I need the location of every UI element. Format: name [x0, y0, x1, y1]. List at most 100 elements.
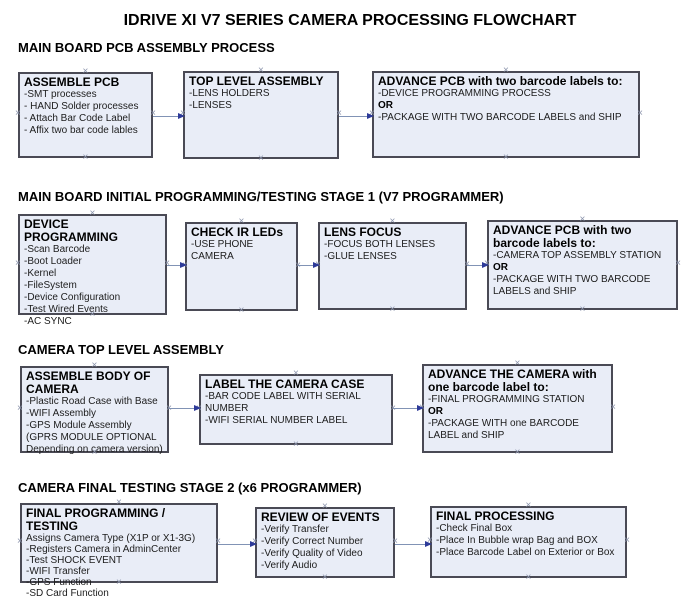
flow-box-lens-focus: LENS FOCUS -FOCUS BOTH LENSES -GLUE LENS…: [318, 222, 467, 310]
box-line: -Boot Loader: [24, 256, 82, 267]
x-mark-icon: [580, 215, 586, 225]
x-mark-icon: [637, 109, 643, 119]
flow-arrow: [395, 541, 432, 547]
box-title: LENS FOCUS: [324, 225, 402, 239]
box-line: -Registers Camera in AdminCenter: [26, 544, 182, 555]
x-mark-icon: [610, 403, 616, 413]
section-header-camera-top-assembly: CAMERA TOP LEVEL ASSEMBLY: [18, 342, 224, 357]
x-mark-icon: [90, 310, 96, 320]
box-line: -Kernel: [24, 268, 57, 279]
box-line: -Verify Transfer: [261, 524, 329, 535]
x-mark-icon: [83, 67, 89, 77]
box-line: -Test Wired Events: [24, 304, 108, 315]
box-line: -Check Final Box: [436, 523, 513, 534]
x-mark-icon: [293, 369, 299, 379]
x-mark-icon: [675, 259, 681, 269]
box-line: -FOCUS BOTH LENSES: [324, 239, 436, 250]
box-line: -Place Barcode Label on Exterior or Box: [436, 547, 615, 558]
flow-box-advance-pcb-two-labels: ADVANCE PCB with two barcode labels to: …: [372, 71, 640, 158]
box-title: ADVANCE PCB with two barcode labels to:: [378, 74, 623, 88]
x-mark-icon: [322, 573, 328, 583]
x-mark-icon: [526, 573, 532, 583]
x-mark-icon: [150, 109, 156, 119]
box-title: DEVICE PROGRAMMING: [24, 217, 118, 244]
box-line: -AC SYNC: [24, 316, 72, 327]
x-mark-icon: [164, 259, 170, 269]
x-mark-icon: [526, 501, 532, 511]
section-header-pcb-assembly: MAIN BOARD PCB ASSEMBLY PROCESS: [18, 40, 275, 55]
box-line-or: OR: [428, 406, 443, 417]
x-mark-icon: [624, 536, 630, 546]
x-mark-icon: [92, 448, 98, 458]
box-line: -WIFI SERIAL NUMBER LABEL: [205, 415, 348, 426]
box-line: -Verify Audio: [261, 560, 318, 571]
x-mark-icon: [83, 153, 89, 163]
flow-box-review-of-events: REVIEW OF EVENTS -Verify Transfer -Verif…: [255, 507, 395, 578]
x-mark-icon: [322, 502, 328, 512]
box-line: -CAMERA TOP ASSEMBLY STATION: [493, 250, 662, 261]
x-mark-icon: [116, 578, 122, 588]
box-line-or: OR: [493, 262, 508, 273]
flow-box-advance-pcb-two-labels-stage1: ADVANCE PCB with two barcode labels to: …: [487, 220, 678, 310]
x-mark-icon: [580, 305, 586, 315]
box-line: - HAND Solder processes: [24, 101, 139, 112]
x-mark-icon: [116, 498, 122, 508]
flow-box-label-camera-case: LABEL THE CAMERA CASE -BAR CODE LABEL WI…: [199, 374, 393, 445]
box-title: TOP LEVEL ASSEMBLY: [189, 74, 324, 88]
x-mark-icon: [503, 153, 509, 163]
section-header-final-testing: CAMERA FINAL TESTING STAGE 2 (x6 PROGRAM…: [18, 480, 362, 495]
box-line: -Verify Quality of Video: [261, 548, 363, 559]
box-title: LABEL THE CAMERA CASE: [205, 377, 365, 391]
flow-arrow: [153, 113, 185, 119]
box-line: -LENSES: [189, 100, 232, 111]
box-title: ASSEMBLE BODY OF CAMERA: [26, 369, 151, 396]
flow-box-check-ir-leds: CHECK IR LEDs -USE PHONE CAMERA: [185, 222, 298, 311]
box-line: -WIFI Transfer: [26, 566, 90, 577]
flow-arrow: [169, 405, 201, 411]
box-line: -DEVICE PROGRAMMING PROCESS: [378, 88, 551, 99]
box-line: -GPS Function: [26, 577, 92, 588]
box-line: -Device Configuration: [24, 292, 121, 303]
x-mark-icon: [258, 154, 264, 164]
x-mark-icon: [258, 66, 264, 76]
box-line: -SMT processes: [24, 89, 97, 100]
box-line: -PACKAGE WITH TWO BARCODE LABELS and SHI…: [378, 112, 622, 123]
box-line: -GLUE LENSES: [324, 251, 397, 262]
x-mark-icon: [239, 217, 245, 227]
box-line: - Attach Bar Code Label: [24, 113, 131, 124]
box-title: REVIEW OF EVENTS: [261, 510, 380, 524]
x-mark-icon: [90, 209, 96, 219]
x-mark-icon: [515, 448, 521, 458]
box-line: -PACKAGE WITH TWO BARCODE LABELS and SHI…: [493, 274, 651, 297]
box-title: FINAL PROGRAMMING / TESTING: [26, 506, 166, 533]
box-line: -Verify Correct Number: [261, 536, 364, 547]
box-title: CHECK IR LEDs: [191, 225, 284, 239]
x-mark-icon: [336, 109, 342, 119]
box-line: -Test SHOCK EVENT: [26, 555, 123, 566]
box-line: -WIFI Assembly: [26, 408, 97, 419]
x-mark-icon: [17, 537, 23, 547]
box-line: -FileSystem: [24, 280, 77, 291]
flow-box-top-level-assembly: TOP LEVEL ASSEMBLY -LENS HOLDERS -LENSES: [183, 71, 339, 159]
x-mark-icon: [15, 259, 21, 269]
box-title: ASSEMBLE PCB: [24, 75, 120, 89]
flow-box-assemble-body: ASSEMBLE BODY OF CAMERA -Plastic Road Ca…: [20, 366, 169, 455]
box-title: FINAL PROCESSING: [436, 509, 555, 523]
x-mark-icon: [515, 359, 521, 369]
x-mark-icon: [503, 66, 509, 76]
box-line: -GPS Module Assembly: [26, 420, 132, 431]
flow-box-final-programming-testing: FINAL PROGRAMMING / TESTING Assigns Came…: [17, 503, 218, 599]
flow-arrow: [339, 113, 374, 119]
x-mark-icon: [92, 361, 98, 371]
box-title: ADVANCE THE CAMERA with one barcode labe…: [428, 367, 597, 394]
box-line: -LENS HOLDERS: [189, 88, 270, 99]
x-mark-icon: [390, 305, 396, 315]
flow-arrow: [467, 262, 489, 268]
box-line: - Affix two bar code lables: [24, 125, 138, 136]
x-mark-icon: [293, 440, 299, 450]
flow-arrow: [218, 541, 257, 547]
flow-box-device-programming: DEVICE PROGRAMMING -Scan Barcode -Boot L…: [15, 214, 170, 327]
flow-arrow: [298, 262, 320, 268]
flow-arrow: [167, 262, 187, 268]
